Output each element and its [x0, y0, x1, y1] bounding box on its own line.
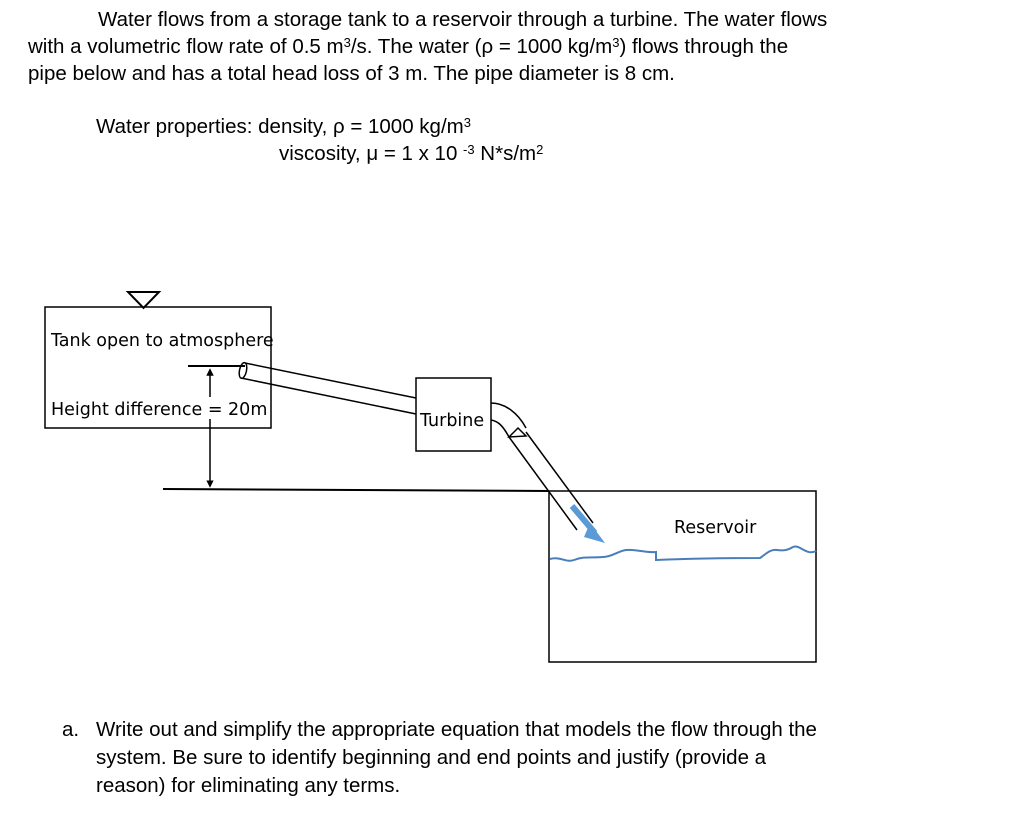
free-surface-symbol — [125, 291, 162, 310]
density-line: Water properties: density, ρ = 1000 kg/m… — [96, 115, 471, 138]
reservoir-label: Reservoir — [674, 518, 757, 538]
storage-tank — [44, 306, 272, 429]
turbine-label: Turbine — [419, 411, 484, 431]
ground-line — [162, 488, 550, 492]
question-a: a. Write out and simplify the appropriat… — [62, 716, 962, 800]
outlet-elbow — [490, 402, 528, 438]
problem-line-1: Water flows from a storage tank to a res… — [98, 8, 828, 31]
problem-line-2: with a volumetric flow rate of 0.5 m3/s.… — [28, 35, 789, 58]
viscosity-line: viscosity, μ = 1 x 10 -3 N*s/m2 — [279, 142, 544, 165]
flow-arrow — [569, 504, 605, 543]
label-mask — [206, 397, 214, 419]
water-properties: Water properties: density, ρ = 1000 kg/m… — [96, 113, 696, 167]
reservoir — [548, 490, 817, 663]
question-line-3: reason) for eliminating any terms. — [96, 774, 401, 797]
problem-statement: Water flows from a storage tank to a res… — [28, 6, 1018, 87]
height-label: Height difference = 20m — [51, 400, 267, 420]
inlet-pipe — [238, 361, 417, 415]
question-line-1: Write out and simplify the appropriate e… — [96, 718, 817, 741]
question-letter: a. — [62, 718, 80, 741]
question-line-2: system. Be sure to identify beginning an… — [96, 746, 767, 769]
reservoir-water-surface — [549, 545, 817, 562]
turbine-box — [415, 377, 492, 452]
outlet-pipe — [508, 431, 594, 531]
problem-line-3: pipe below and has a total head loss of … — [28, 62, 675, 85]
tank-label: Tank open to atmosphere — [50, 331, 274, 351]
